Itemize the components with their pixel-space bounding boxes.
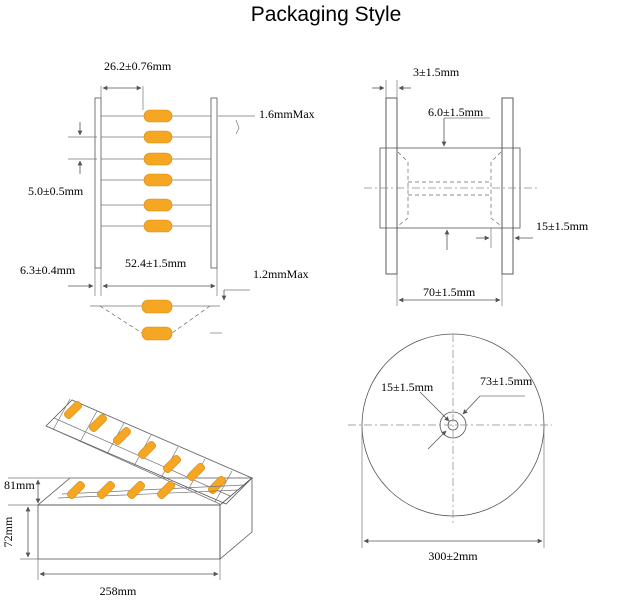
tape-width-label: 52.4±1.5mm — [125, 256, 187, 270]
reel-front-view: 15±1.5mm 73±1.5mm 300±2mm — [348, 333, 552, 563]
component — [143, 219, 173, 233]
reel-width-label: 70±1.5mm — [423, 285, 476, 299]
diameter-label: 300±2mm — [428, 549, 478, 563]
component — [143, 130, 173, 144]
component-detail — [141, 326, 173, 341]
box-depth-label: 81mm — [4, 478, 35, 492]
component-detail — [141, 299, 173, 314]
left-tape-strip — [94, 97, 102, 269]
tape-offset-label: 6.3±0.4mm — [20, 263, 76, 277]
box-components-top — [64, 401, 226, 494]
pitch-top-label: 26.2±0.76mm — [104, 59, 172, 73]
page-title: Packaging Style — [251, 3, 402, 26]
component — [143, 152, 173, 166]
hub-width-label: 6.0±1.5mm — [428, 105, 484, 119]
right-flange — [501, 97, 514, 275]
tape-diagram: 26.2±0.76mm 1.6mmMax 5.0±0.5mm 52.4±1.5m… — [20, 59, 315, 341]
flange-thickness-label: 3±1.5mm — [413, 65, 460, 79]
component — [143, 198, 173, 212]
right-tape-strip — [210, 97, 218, 269]
shipping-box: 81mm 72mm 258mm — [1, 398, 254, 598]
reel-side-view: 3±1.5mm 6.0±1.5mm 15±1.5mm 70±1.5mm — [364, 65, 589, 306]
box-front — [37, 504, 221, 560]
component — [143, 173, 173, 187]
hub-depth-label: 15±1.5mm — [536, 219, 589, 233]
component — [143, 109, 173, 123]
spacing-label: 5.0±0.5mm — [28, 184, 84, 198]
box-length-label: 258mm — [100, 584, 137, 598]
hub-label: 73±1.5mm — [480, 374, 533, 388]
box-side — [219, 477, 253, 560]
left-flange — [385, 97, 398, 275]
misalign-label: 1.2mmMax — [253, 267, 309, 281]
box-components-inside — [67, 481, 175, 499]
hole-label: 15±1.5mm — [381, 380, 434, 394]
box-height-label: 72mm — [1, 516, 15, 547]
lead-dia-label: 1.6mmMax — [259, 107, 315, 121]
